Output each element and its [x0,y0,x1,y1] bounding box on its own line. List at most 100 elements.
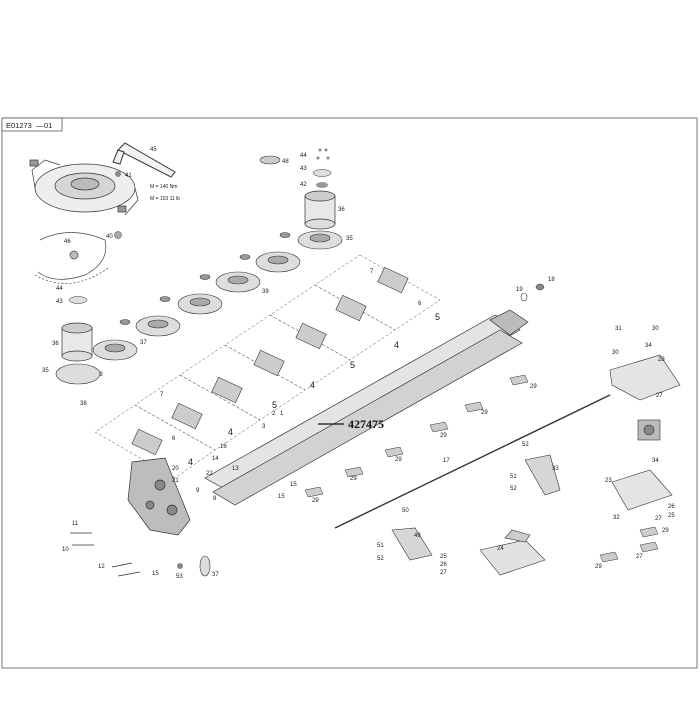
part-label-42-top: 42 [300,182,307,188]
torque-line-1: M = 140 Nm [150,184,177,190]
right-skid-23 [611,469,673,511]
part-label-29-g: 29 [662,528,669,534]
part-label-38-left: 38 [80,401,87,407]
drum-hub-36-top [304,190,336,230]
drawing-id: E01273 [6,121,32,130]
reference-number: 427475 [348,417,384,431]
part-label-31: 31 [615,326,622,332]
part-label-18: 18 [548,277,555,283]
cutter-guard-arc [34,232,109,284]
gearbox-module-grid [94,254,441,479]
part-label-13: 13 [232,466,239,472]
part-label-40: 40 [106,234,113,240]
part-label-29-h: 29 [595,564,602,570]
part-label-9: 9 [196,488,200,494]
part-label-16: 16 [220,444,227,450]
part-label-19: 19 [516,287,523,293]
part-label-27-d: 27 [636,554,643,560]
part-label-28: 28 [658,357,665,363]
disc-35-left [55,363,101,385]
part-label-15-b: 15 [152,571,159,577]
part-label-22: 22 [206,471,213,477]
skid-brackets [304,374,529,498]
nut-41 [115,171,121,177]
large-disc-assembly [29,159,139,216]
part-label-43-top: 43 [300,166,307,172]
part-label-6-b: 6 [172,436,176,442]
part-label-25-a: 25 [440,554,447,560]
part-label-48: 48 [282,159,289,165]
part-label-29-a: 29 [530,384,537,390]
part-label-29-d: 29 [395,457,402,463]
bolt-40 [114,231,122,239]
mount-bracket-33 [524,454,561,496]
part-label-4-a: 4 [394,340,399,350]
part-label-21: 21 [172,478,179,484]
part-label-36-top: 36 [338,207,345,213]
part-label-37-lower: 37 [212,572,219,578]
part-label-10: 10 [62,547,69,553]
part-label-8: 8 [213,496,217,502]
part-label-17: 17 [443,458,450,464]
drawing-id-box [1,117,63,132]
part-label-45: 45 [150,147,157,153]
part-label-27-b: 27 [656,393,663,399]
part-label-34-a: 34 [645,343,652,349]
part-label-29-c: 29 [440,433,447,439]
part-label-26-a: 26 [440,562,447,568]
part-label-35-upper: 35 [346,236,353,242]
part-label-3: 3 [262,424,266,430]
part-label-4-c: 4 [228,427,233,437]
part-label-24: 24 [497,546,504,552]
part-label-51-b: 51 [377,543,384,549]
right-gear-unit [637,419,661,441]
torque-line-2: M = 103 11 lb [150,196,180,202]
part-label-30-a: 30 [652,326,659,332]
part-label-15-c: 15 [278,494,285,500]
part-label-27-c: 27 [655,516,662,522]
right-end-shield [609,354,681,401]
part-label-29-f: 29 [312,498,319,504]
nut-18 [535,283,545,291]
part-label-35-left: 35 [42,368,49,374]
part-label-34-b: 34 [652,458,659,464]
part-label-4-d: 4 [188,457,193,467]
drive-shaft-17 [334,394,611,529]
drawing-rev-dash: — [36,121,44,130]
part-label-52-a: 52 [522,442,529,448]
ring-19 [520,292,528,302]
washer-48 [259,155,281,165]
part-label-1: 1 [280,411,284,417]
part-label-5-c: 5 [272,400,277,410]
part-label-27-a: 27 [440,570,447,576]
wrench-tool [112,142,176,178]
part-label-30-b: 30 [612,350,619,356]
mount-bracket-49 [391,527,433,561]
part-label-32: 32 [613,515,620,521]
part-label-29-b: 29 [481,410,488,416]
part-label-29-e: 29 [350,476,357,482]
part-label-26-b: 26 [668,504,675,510]
part-label-5-a: 5 [435,312,440,322]
part-label-6-a: 6 [418,301,422,307]
part-label-44-top: 44 [300,153,307,159]
part-label-23: 23 [605,478,612,484]
part-label-36-left: 36 [52,341,59,347]
part-label-12: 12 [98,564,105,570]
part-label-39: 39 [262,289,269,295]
part-label-7-b: 7 [160,392,164,398]
part-label-50: 50 [402,508,409,514]
bolt-set-lower-left [70,532,141,577]
part-label-14: 14 [212,456,219,462]
part-label-25-b: 25 [668,513,675,519]
drawing-rev: 01 [44,121,52,130]
part-label-7-a: 7 [370,269,374,275]
part-label-49: 49 [414,533,421,539]
part-label-37: 37 [140,340,147,346]
part-label-44-left: 44 [56,286,63,292]
gearbox-units [131,266,409,456]
part-label-53: 53 [176,574,183,580]
part-label-4-b: 4 [310,380,315,390]
